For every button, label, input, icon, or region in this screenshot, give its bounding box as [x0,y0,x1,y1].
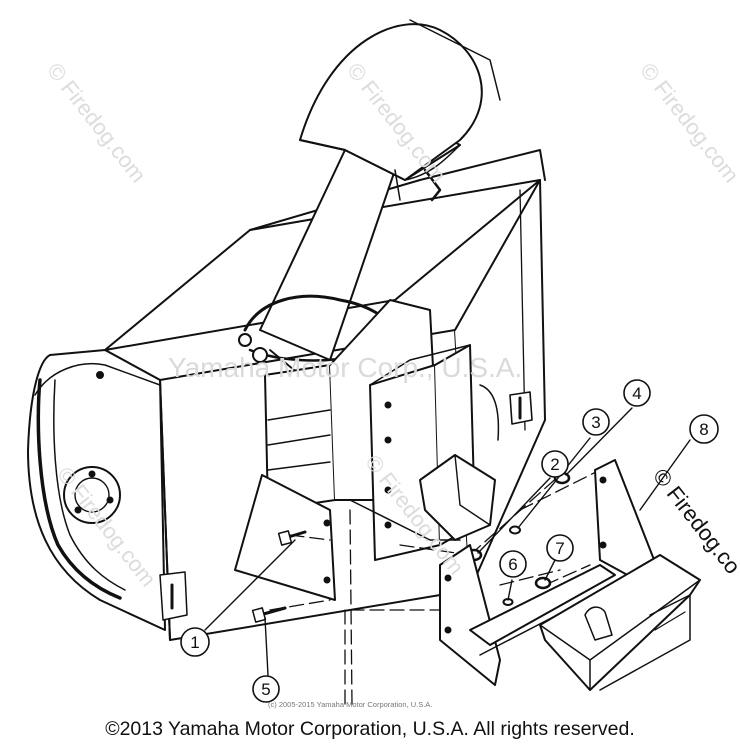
svg-text:5: 5 [261,680,270,699]
center-housing [264,299,500,561]
callout-8: 8 [689,414,719,444]
svg-text:6: 6 [508,555,517,574]
left-end-plate [27,349,188,631]
assembly-dashed-lines [269,469,601,711]
callouts: 1 2 3 4 5 6 7 [180,379,719,703]
svg-text:4: 4 [632,384,641,403]
right-end-bracket [509,391,533,425]
svg-text:2: 2 [550,455,559,474]
callout-1: 1 [180,627,210,657]
svg-text:3: 3 [591,413,600,432]
callout-6: 6 [499,550,527,578]
callout-4: 4 [623,379,651,407]
mounting-bracket [439,459,701,691]
callout-2: 2 [541,450,569,478]
small-copyright: (c) 2005-2015 Yamaha Motor Corporation, … [268,700,433,709]
svg-text:1: 1 [190,633,199,652]
copyright-notice: ©2013 Yamaha Motor Corporation, U.S.A. A… [105,718,635,740]
leader-lines [204,407,691,676]
svg-text:8: 8 [699,420,708,439]
svg-text:7: 7 [555,539,564,558]
callout-3: 3 [582,408,610,436]
callout-7: 7 [546,534,574,562]
callout-5: 5 [252,675,280,703]
